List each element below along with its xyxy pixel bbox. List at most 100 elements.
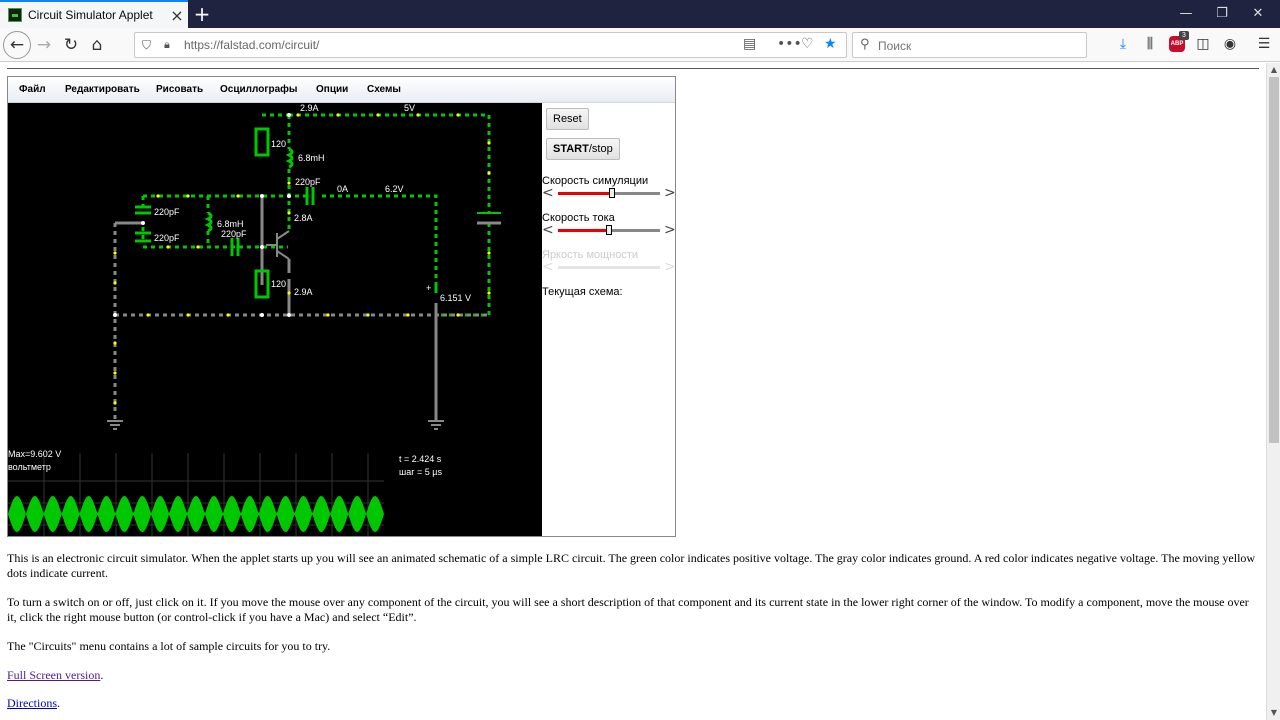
sim-speed-label: Скорость симуляции	[542, 175, 649, 187]
url-text[interactable]: https://falstad.com/circuit/	[184, 38, 320, 52]
library-icon[interactable]: ⫼	[1146, 36, 1154, 52]
tab-title: Circuit Simulator Applet	[28, 8, 153, 22]
instructions-paragraph: To turn a switch on or off, just click o…	[7, 595, 1249, 624]
scroll-down-icon[interactable]: ▼	[1270, 708, 1278, 717]
circuit-canvas[interactable]: 2.9A 5V 120 6.8mH 220pF 0A 6.2V 220pF 6.…	[8, 103, 542, 536]
slider-track[interactable]	[558, 266, 660, 269]
slider-fill	[558, 229, 609, 232]
stop-label: /stop	[588, 143, 613, 155]
power-brightness-slider[interactable]: < >	[542, 259, 676, 275]
pocket-icon[interactable]: ♡	[801, 36, 814, 52]
sidebar-icon[interactable]: ◫	[1196, 36, 1210, 52]
resistor-r1	[254, 127, 270, 157]
slider-track[interactable]	[558, 188, 660, 198]
arrow-left-icon[interactable]: <	[542, 222, 554, 238]
lock-icon[interactable]: 🔒︎	[164, 38, 170, 51]
slider-track[interactable]	[558, 225, 660, 235]
arrow-right-icon[interactable]: >	[664, 222, 676, 238]
full-screen-link[interactable]: Full Screen version	[7, 668, 101, 682]
menu-circuits[interactable]: Схемы	[367, 84, 401, 95]
label-c-left1: 220pF	[154, 207, 180, 217]
current-circuit-label: Текущая схема:	[542, 286, 623, 298]
label-meter: 6.151 V	[440, 293, 471, 303]
scope-step: шаг = 5 µs	[399, 467, 442, 477]
scope-time: t = 2.424 s	[399, 454, 442, 464]
menu-scopes[interactable]: Осциллографы	[220, 84, 298, 95]
inductor-l1	[285, 147, 294, 169]
menu-edit[interactable]: Редактировать	[65, 84, 140, 95]
arrow-right-icon[interactable]: >	[664, 259, 676, 275]
arrow-left-icon[interactable]: <	[542, 185, 554, 201]
reader-view-icon[interactable]: ▤	[743, 36, 757, 52]
control-panel: Reset START/stop Скорость симуляции < > …	[542, 103, 676, 536]
menu-draw[interactable]: Рисовать	[156, 84, 204, 95]
inductor-l2	[204, 211, 213, 233]
current-speed-label: Скорость тока	[542, 212, 615, 224]
scope-name: вольтметр	[8, 462, 51, 472]
slider-thumb[interactable]	[609, 188, 616, 198]
shield-icon[interactable]: ⛉	[142, 38, 152, 52]
menu-file[interactable]: Файл	[19, 84, 46, 95]
arrow-right-icon[interactable]: >	[664, 185, 676, 201]
restore-icon[interactable]: ❐	[1216, 6, 1228, 21]
search-bar[interactable]: ⚲	[852, 32, 1087, 58]
search-input[interactable]	[878, 37, 1078, 54]
label-r2: 120	[271, 279, 286, 289]
label-l1: 6.8mH	[298, 153, 325, 163]
reset-button[interactable]: Reset	[546, 108, 589, 130]
intro-paragraph: This is an electronic circuit simulator.…	[7, 551, 1256, 580]
page-actions-icon[interactable]: •••	[777, 36, 802, 52]
scope-max: Max=9.602 V	[8, 449, 61, 459]
full-screen-period: .	[100, 668, 104, 682]
bookmark-star-icon[interactable]: ★	[824, 36, 837, 52]
account-icon[interactable]: ◉	[1223, 36, 1237, 52]
label-i-top: 2.9A	[300, 103, 319, 113]
back-button[interactable]: ←	[3, 31, 31, 59]
label-i-bot: 2.9A	[294, 287, 313, 297]
close-window-icon[interactable]: ✕	[1252, 6, 1264, 21]
menu-options[interactable]: Опции	[316, 84, 349, 95]
home-button[interactable]: ⌂	[91, 35, 103, 55]
scope-panel: Max=9.602 V вольтметр t = 2.424 s шаг = …	[8, 449, 442, 536]
current-speed-slider[interactable]: < >	[542, 222, 676, 238]
slider-thumb[interactable]	[606, 225, 612, 235]
divider	[7, 68, 1259, 69]
menu-icon[interactable]: ☰	[1257, 36, 1271, 52]
reload-button[interactable]: ↻	[63, 35, 79, 55]
circuit-schematic[interactable]: 2.9A 5V 120 6.8mH 220pF 0A 6.2V 220pF 6.…	[8, 103, 542, 536]
arrow-left-icon[interactable]: <	[542, 259, 554, 275]
ground-icon	[107, 420, 444, 430]
label-l2: 6.8mH	[217, 219, 244, 229]
circuit-applet: Файл Редактировать Рисовать Осциллографы…	[7, 76, 676, 537]
scroll-up-icon[interactable]: ▲	[1270, 65, 1278, 74]
directions-period: .	[57, 696, 60, 710]
directions-link[interactable]: Directions	[7, 696, 57, 710]
start-stop-button[interactable]: START/stop	[546, 138, 620, 160]
capacitor-top	[305, 187, 315, 205]
tab-bar: Circuit Simulator Applet × + — ❐ ✕	[0, 0, 1280, 28]
forward-button[interactable]: →	[36, 35, 52, 55]
sim-speed-slider[interactable]: < >	[542, 185, 676, 201]
label-v-top: 5V	[404, 103, 415, 113]
label-r1: 120	[271, 139, 286, 149]
label-c-mid: 220pF	[221, 229, 247, 239]
minimize-icon[interactable]: —	[1179, 6, 1193, 21]
tab-circuit-simulator[interactable]: Circuit Simulator Applet ×	[0, 0, 188, 28]
scrollbar-thumb[interactable]	[1269, 77, 1279, 443]
label-plus: +	[426, 283, 431, 293]
label-c-top: 220pF	[295, 177, 321, 187]
adblock-count: 3	[1179, 31, 1189, 40]
close-tab-icon[interactable]: ×	[170, 5, 184, 25]
scope-trace	[8, 496, 384, 532]
label-i-q: 2.8A	[294, 213, 313, 223]
page-scrollbar[interactable]: ▲ ▼	[1266, 63, 1280, 720]
capacitor-left2	[135, 231, 151, 243]
label-c-left2: 220pF	[154, 233, 180, 243]
downloads-icon[interactable]: ⤓	[1119, 36, 1127, 52]
new-tab-button[interactable]: +	[193, 2, 211, 26]
wire-top	[289, 113, 491, 213]
capacitor-mid	[230, 238, 240, 256]
capacitor-left1	[135, 205, 151, 215]
url-bar[interactable]: ⛉ 🔒︎ https://falstad.com/circuit/ ▤ ••• …	[134, 32, 847, 58]
